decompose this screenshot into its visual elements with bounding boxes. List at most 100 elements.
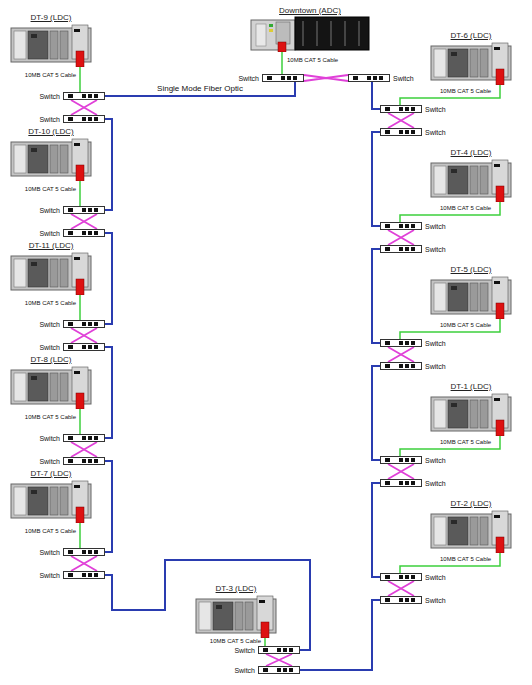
patch-crossover <box>266 654 292 666</box>
plc-unit: DT-11 (LDC) <box>10 240 92 295</box>
fiber-optic-link <box>372 132 380 226</box>
switch-port <box>385 130 390 134</box>
plc-image <box>11 367 91 409</box>
plc-image <box>431 511 511 553</box>
switch-port <box>88 208 92 212</box>
cat5-cable <box>264 638 266 646</box>
switch-port <box>281 76 285 80</box>
unit-title: DT-2 (LDC) <box>430 498 512 509</box>
switch-port <box>82 345 86 349</box>
cat5-cable <box>400 202 500 222</box>
switch-port <box>82 436 86 440</box>
switch-port <box>385 481 390 485</box>
switch-box <box>380 362 422 370</box>
switch-label: Switch <box>39 548 60 557</box>
switch-box <box>380 573 422 581</box>
switch-port <box>405 341 409 345</box>
plc-unit: DT-9 (LDC) <box>10 12 92 67</box>
plc-image <box>11 481 91 523</box>
switch-port <box>68 231 73 235</box>
switch-port <box>385 598 390 602</box>
switch-port <box>385 341 390 345</box>
link-label: Single Mode Fiber Optic <box>156 84 244 94</box>
patch-crossover <box>71 100 97 115</box>
fiber-optic-link <box>372 366 380 460</box>
plc-unit: Downtown (ADC) <box>250 5 370 52</box>
switch-label: Switch <box>425 596 446 605</box>
switch-port <box>405 224 409 228</box>
switch-port <box>94 322 98 326</box>
switch-port <box>411 458 415 462</box>
switch-port <box>68 436 73 440</box>
switch-label: Switch <box>238 74 259 83</box>
switch-port <box>94 459 98 463</box>
fiber-optic-link <box>105 461 112 552</box>
network-switch: Switch <box>380 479 446 488</box>
switch-box <box>63 571 105 579</box>
switch-box <box>380 105 422 113</box>
switch-box <box>63 457 105 465</box>
network-switch: Switch <box>380 222 446 231</box>
switch-box <box>380 479 422 487</box>
switch-port <box>385 364 390 368</box>
switch-port <box>94 550 98 554</box>
plc-image <box>431 277 511 319</box>
plc-unit: DT-4 (LDC) <box>430 147 512 202</box>
cat5-cable <box>400 553 500 573</box>
plc-unit: DT-1 (LDC) <box>430 381 512 436</box>
network-switch: Switch <box>234 666 300 675</box>
unit-title: DT-3 (LDC) <box>195 583 277 594</box>
switch-port <box>82 322 86 326</box>
switch-port <box>88 550 92 554</box>
switch-port <box>88 459 92 463</box>
switch-port <box>68 459 73 463</box>
switch-port <box>405 598 409 602</box>
switch-port <box>385 458 390 462</box>
patch-crossover <box>388 581 414 596</box>
switch-box <box>63 343 105 351</box>
switch-port <box>399 224 403 228</box>
switch-box <box>380 596 422 604</box>
plc-picture <box>430 275 512 319</box>
switch-port <box>267 76 272 80</box>
switch-port <box>411 247 415 251</box>
switch-port <box>82 117 86 121</box>
switch-port <box>399 458 403 462</box>
switch-port <box>385 107 390 111</box>
unit-title: DT-11 (LDC) <box>10 240 92 251</box>
switch-label: Switch <box>425 573 446 582</box>
switch-label: Switch <box>393 74 414 83</box>
network-switch: Switch <box>39 320 105 329</box>
patch-crossover <box>388 230 414 245</box>
switch-port <box>82 208 86 212</box>
plc-picture <box>10 23 92 67</box>
plc-unit: DT-2 (LDC) <box>430 498 512 553</box>
cat5-cable <box>79 409 81 434</box>
switch-label: Switch <box>39 320 60 329</box>
network-switch: Switch <box>39 343 105 352</box>
network-switch: Switch <box>39 571 105 580</box>
switch-label: Switch <box>425 222 446 231</box>
switch-port <box>68 550 73 554</box>
switch-port <box>82 459 86 463</box>
plc-picture <box>10 251 92 295</box>
switch-port <box>289 668 293 672</box>
switch-port <box>94 573 98 577</box>
switch-box <box>380 128 422 136</box>
switch-port <box>94 436 98 440</box>
switch-port <box>399 247 403 251</box>
network-switch: Switch <box>39 92 105 101</box>
patch-crossover <box>388 113 414 128</box>
switch-port <box>385 575 390 579</box>
plc-picture <box>10 137 92 181</box>
switch-port <box>405 130 409 134</box>
network-switch: Switch <box>39 548 105 557</box>
plc-image <box>431 43 511 85</box>
switch-port <box>94 94 98 98</box>
switch-port <box>277 668 281 672</box>
network-switch: Switch <box>238 74 304 83</box>
switch-port <box>367 76 371 80</box>
cable-label: 10MB CAT 5 Cable <box>440 556 491 563</box>
switch-port <box>411 107 415 111</box>
cat5-cable <box>79 295 81 320</box>
